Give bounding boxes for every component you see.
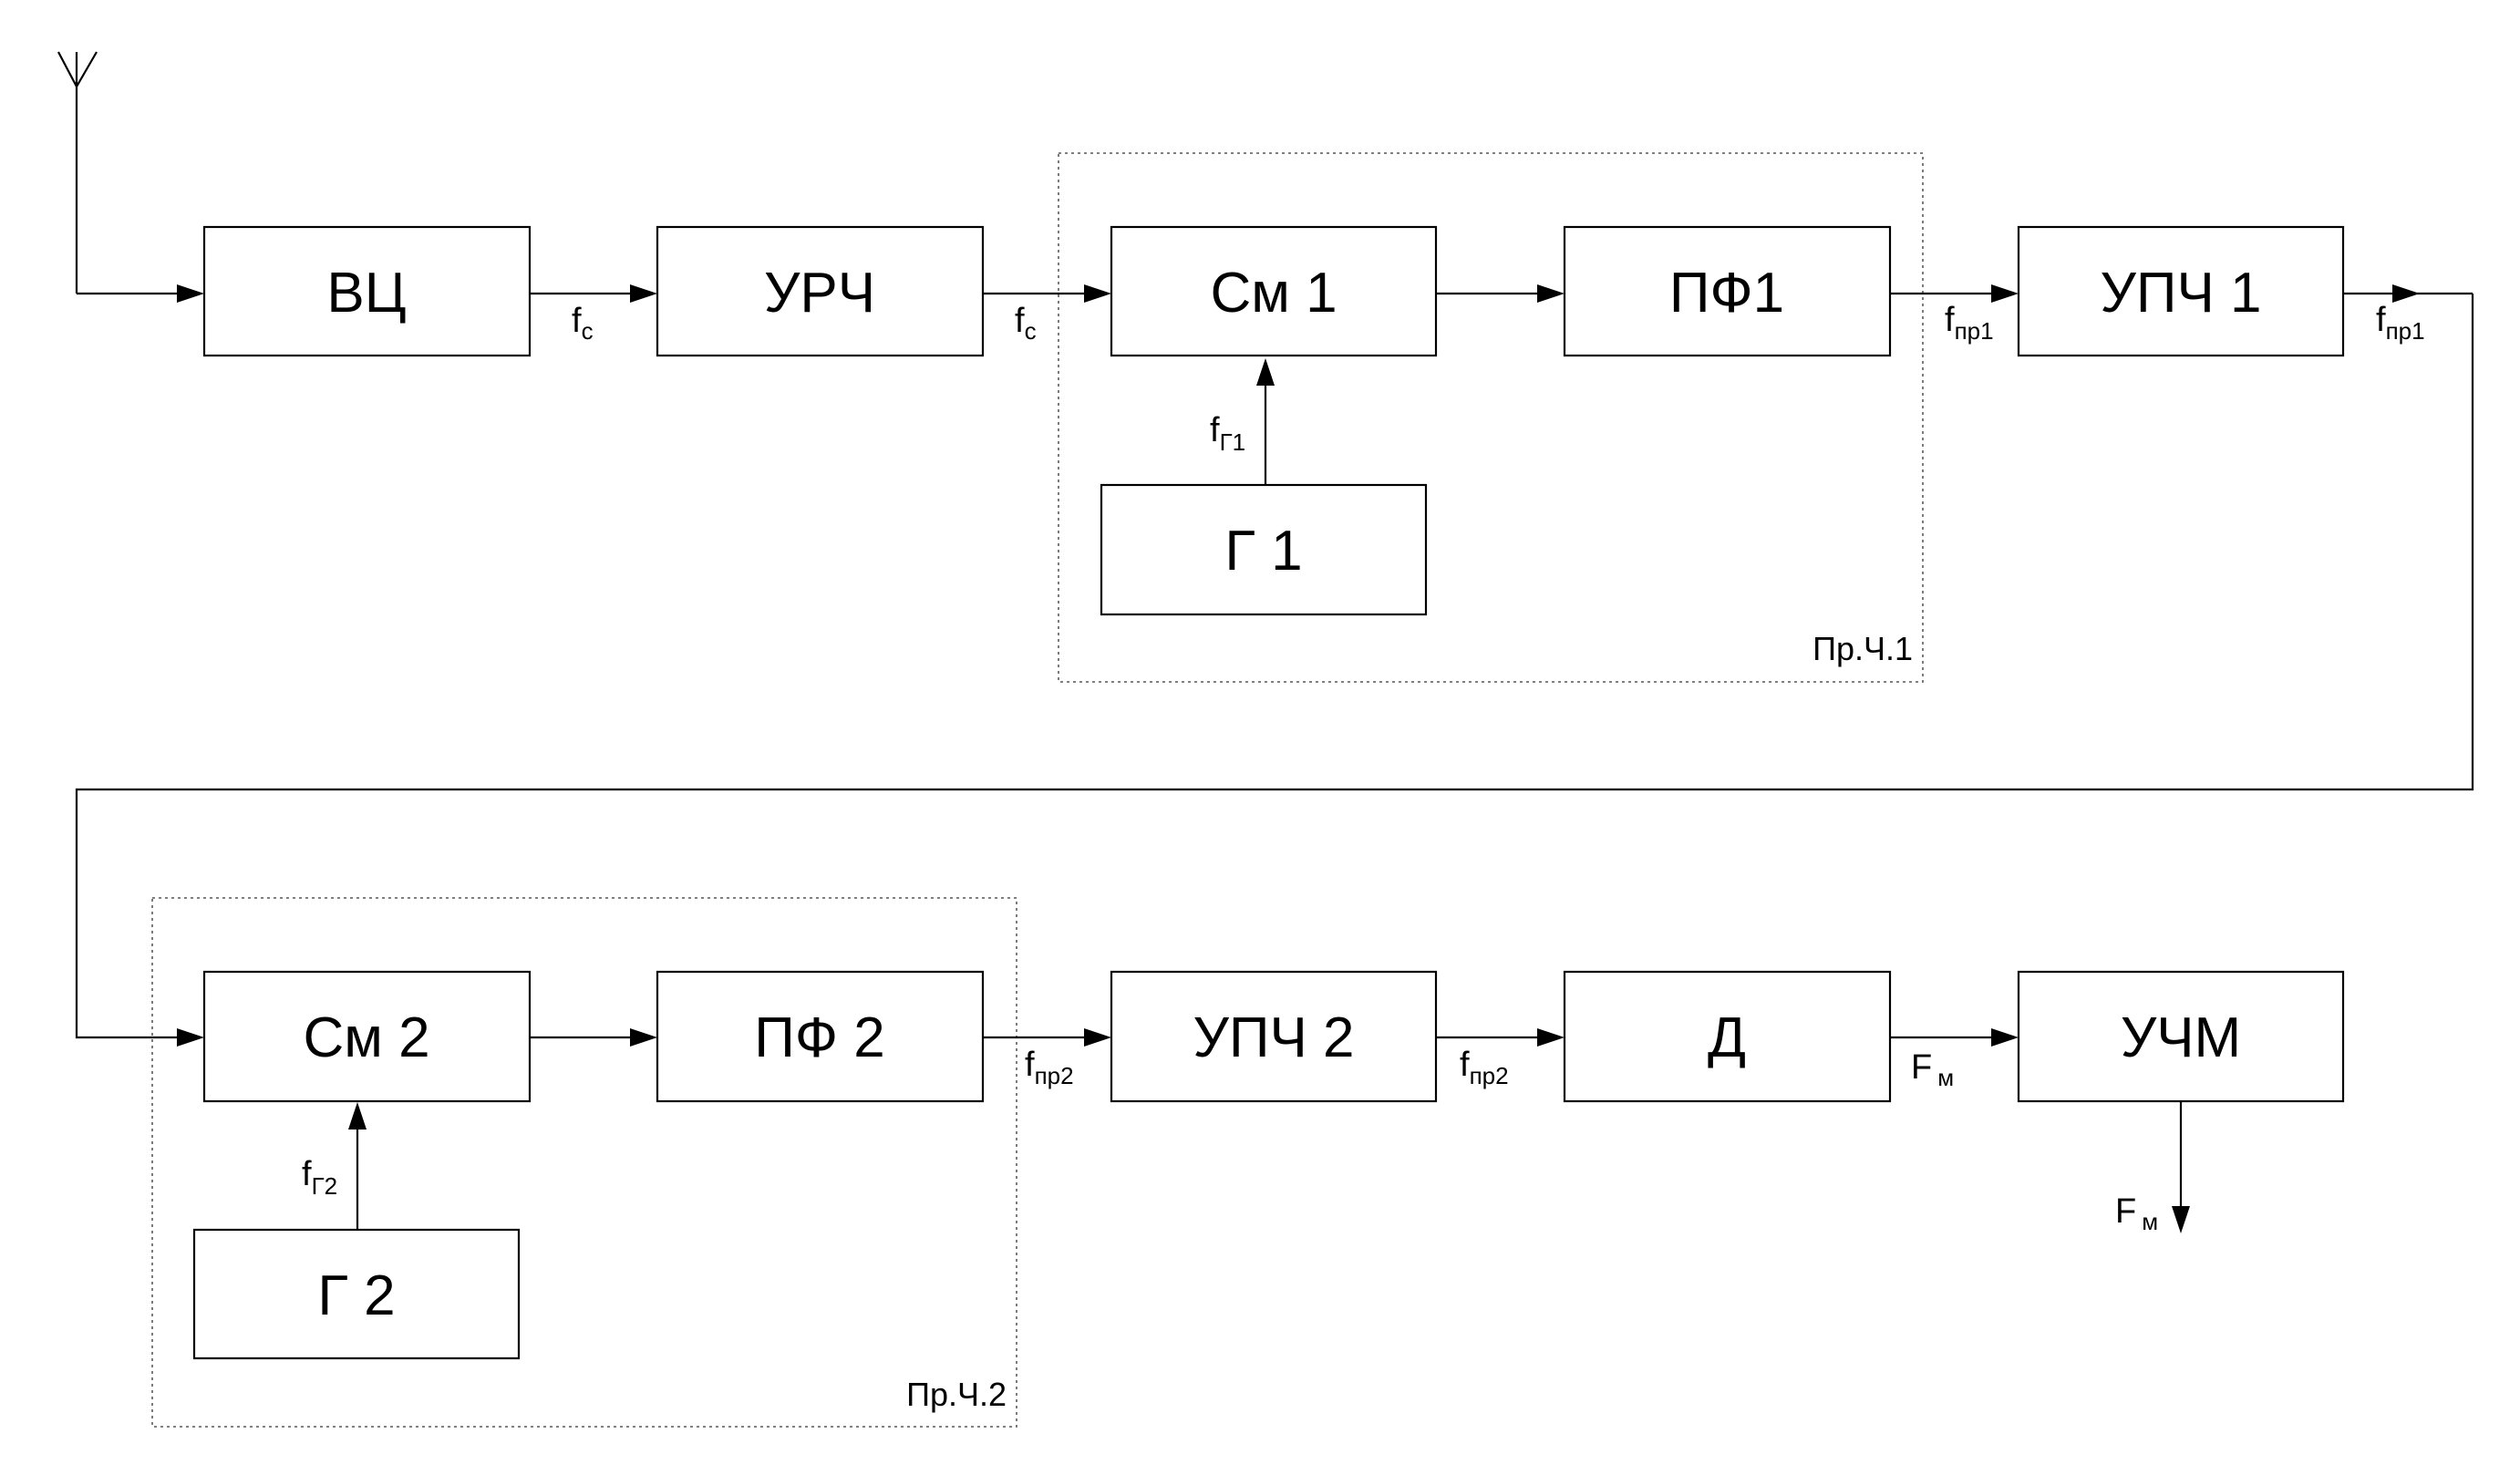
arrowhead	[1256, 358, 1275, 386]
block-d-label: Д	[1708, 1006, 1746, 1069]
arrowhead	[1537, 1028, 1565, 1047]
signal-fpr2-1: fпр2	[1025, 1046, 1074, 1089]
block-pf2: ПФ 2	[656, 970, 985, 1103]
block-vc: ВЦ	[202, 225, 532, 357]
arrowhead	[2172, 1206, 2190, 1233]
block-g1-label: Г 1	[1224, 520, 1302, 583]
block-upch2-label: УПЧ 2	[1193, 1006, 1355, 1069]
block-sm2-label: См 2	[303, 1006, 429, 1069]
signal-fc-1: fc	[572, 302, 594, 345]
block-upch1-label: УПЧ 1	[2101, 262, 2262, 325]
block-sm1: См 1	[1110, 225, 1438, 357]
stage1-group-frame	[1058, 152, 1924, 683]
block-pf1-label: ПФ1	[1669, 262, 1784, 325]
signal-fpr1-2: fпр1	[2376, 301, 2425, 345]
block-d: Д	[1563, 970, 1892, 1103]
block-sm2: См 2	[202, 970, 532, 1103]
block-g2-label: Г 2	[317, 1264, 395, 1327]
block-g2: Г 2	[192, 1228, 521, 1360]
block-upch1: УПЧ 1	[2017, 225, 2345, 357]
signal-fg2: fГ2	[302, 1155, 337, 1200]
block-sm1-label: См 1	[1210, 262, 1337, 325]
block-uchm-label: УЧМ	[2121, 1006, 2241, 1069]
block-pf1: ПФ1	[1563, 225, 1892, 357]
block-urch: УРЧ	[656, 225, 985, 357]
arrowhead	[630, 284, 657, 303]
block-uchm: УЧМ	[2017, 970, 2345, 1103]
arrowhead	[1991, 1028, 2019, 1047]
stage2-group-label: Пр.Ч.2	[906, 1376, 1007, 1413]
arrowhead	[177, 1028, 204, 1047]
block-vc-label: ВЦ	[326, 262, 406, 325]
arrowhead	[348, 1102, 367, 1129]
signal-fpr1-1: fпр1	[1945, 301, 1994, 345]
stage1-group-label: Пр.Ч.1	[1813, 630, 1913, 667]
row2-connections	[348, 1028, 2190, 1233]
arrowhead	[1991, 284, 2019, 303]
signal-fpr2-2: fпр2	[1460, 1046, 1509, 1089]
arrowhead	[1537, 284, 1565, 303]
block-urch-label: УРЧ	[764, 262, 875, 325]
arrowhead	[177, 284, 204, 303]
arrowhead	[630, 1028, 657, 1047]
row1-connections	[75, 284, 2474, 1047]
block-pf2-label: ПФ 2	[754, 1006, 884, 1069]
signal-fg1: fГ1	[1210, 411, 1245, 456]
arrowhead	[2392, 284, 2420, 303]
block-upch2: УПЧ 2	[1110, 970, 1438, 1103]
stage2-group-frame	[151, 897, 1017, 1428]
signal-fc-2: fc	[1015, 302, 1037, 345]
arrowhead	[1084, 1028, 1111, 1047]
arrowhead	[1084, 284, 1111, 303]
antenna-icon	[57, 51, 98, 294]
block-g1: Г 1	[1100, 483, 1428, 616]
